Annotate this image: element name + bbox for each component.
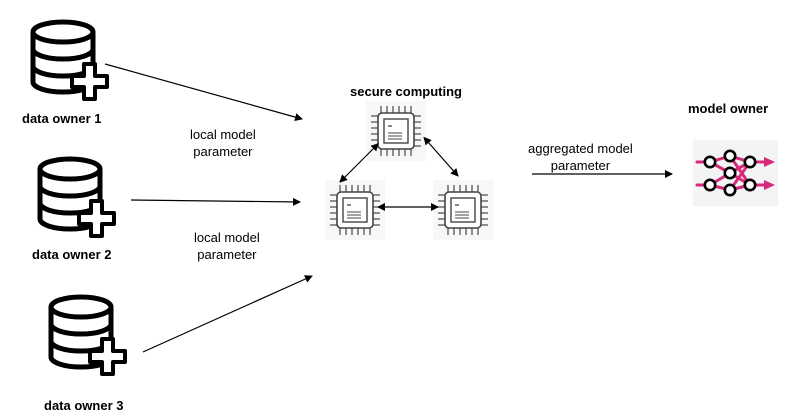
model-owner-title: model owner bbox=[688, 101, 769, 116]
aggregated-param-label-line1: aggregated model bbox=[528, 141, 633, 156]
arrow-owner2-to-secure bbox=[130, 197, 301, 206]
local-param-label-1: local model parameter bbox=[190, 126, 256, 160]
arrow-owner1-to-secure bbox=[104, 63, 303, 121]
local-param-label-1-line2: parameter bbox=[193, 144, 253, 159]
chip-top-icon bbox=[365, 100, 427, 162]
aggregated-param-label: aggregated model parameter bbox=[528, 140, 633, 174]
neural-network-icon bbox=[693, 140, 778, 206]
data-owner-2-label: data owner 2 bbox=[32, 247, 112, 262]
link-top-right bbox=[423, 136, 459, 177]
data-owner-1-database-icon bbox=[33, 22, 107, 99]
local-param-label-2-line2: parameter bbox=[197, 247, 257, 262]
local-param-label-2: local model parameter bbox=[194, 229, 260, 263]
local-param-label-2-line1: local model bbox=[194, 230, 260, 245]
local-param-label-1-line1: local model bbox=[190, 127, 256, 142]
chip-left-icon bbox=[324, 179, 386, 241]
arrow-owner3-to-secure bbox=[142, 275, 313, 353]
data-owner-3-label: data owner 3 bbox=[44, 398, 124, 413]
data-owner-1-label: data owner 1 bbox=[22, 111, 102, 126]
data-owner-3-database-icon bbox=[51, 297, 125, 374]
aggregated-param-label-line2: parameter bbox=[550, 158, 611, 173]
data-owner-2-database-icon bbox=[40, 159, 114, 236]
chip-right-icon bbox=[432, 179, 494, 241]
secure-computing-title: secure computing bbox=[350, 84, 462, 99]
link-top-left bbox=[339, 143, 379, 183]
